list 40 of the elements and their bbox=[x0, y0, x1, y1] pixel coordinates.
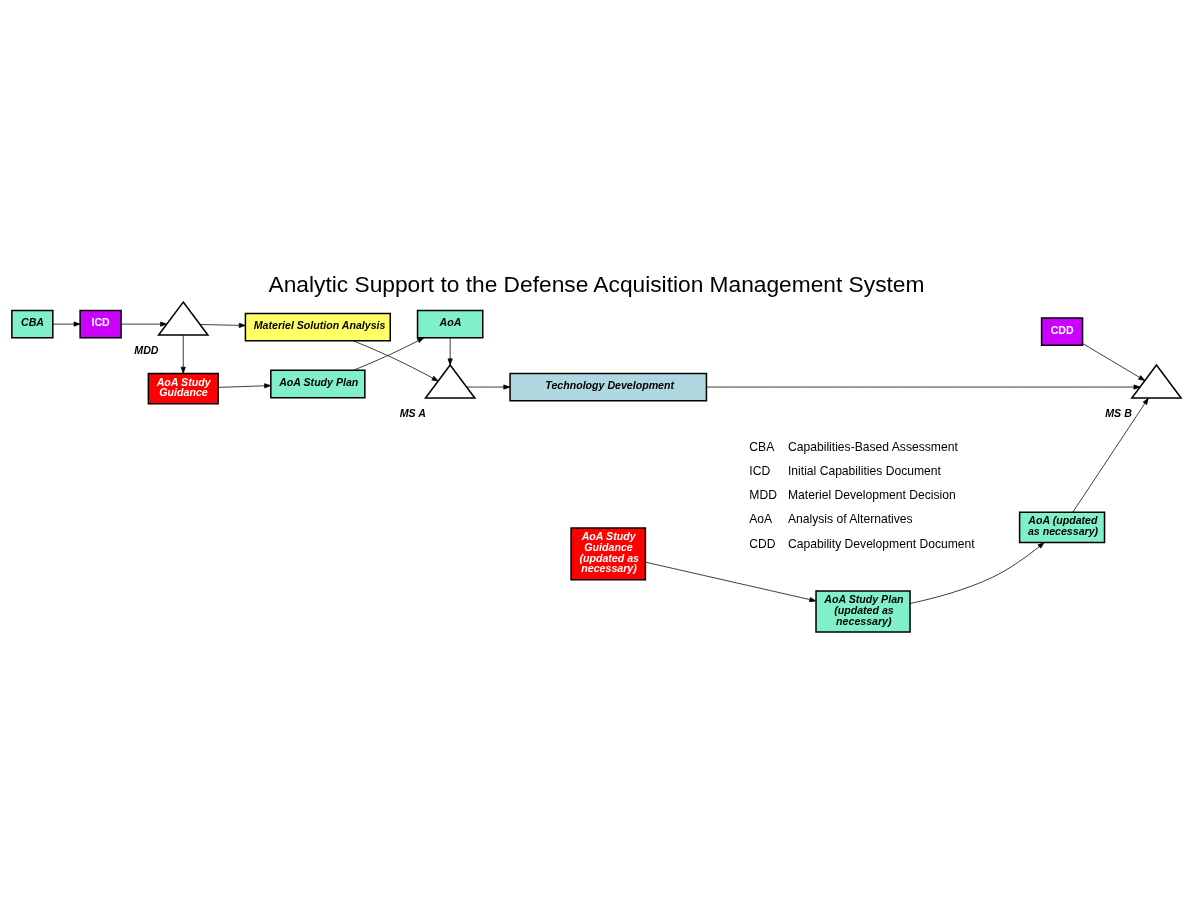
node-box: AoA Study Guidance bbox=[147, 372, 219, 405]
node-box: CDD bbox=[1040, 317, 1084, 347]
label: Initial Capabilities Document bbox=[787, 463, 941, 478]
diagram-title: Analytic Support to the Defense Acquisition Management System bbox=[268, 271, 925, 298]
node-label: MS A bbox=[399, 406, 426, 419]
node-label: MDD bbox=[134, 343, 159, 356]
node-box: AoA Study Plan bbox=[270, 369, 366, 399]
arrow bbox=[120, 321, 168, 327]
label: Materiel Development Decision bbox=[787, 488, 956, 503]
node-box: Technology Development bbox=[509, 372, 708, 402]
arrow bbox=[447, 337, 453, 366]
label: ICD bbox=[749, 463, 771, 478]
arrow bbox=[353, 337, 425, 371]
arrow bbox=[645, 561, 817, 603]
label: Analysis of Alternatives bbox=[787, 512, 913, 527]
node-box: Materiel Solution Analysis bbox=[244, 312, 391, 342]
arrow bbox=[466, 384, 511, 390]
arrow bbox=[52, 321, 81, 327]
arrow bbox=[217, 383, 271, 389]
arrow bbox=[180, 334, 186, 374]
arrow bbox=[1072, 397, 1149, 513]
arrow bbox=[353, 340, 439, 382]
arrow bbox=[909, 542, 1045, 604]
node-label: MS B bbox=[1105, 406, 1132, 419]
label: CBA bbox=[749, 439, 775, 454]
label: Capability Development Document bbox=[787, 536, 975, 551]
arrow bbox=[706, 384, 1141, 390]
node-box: AoA Study Plan (updated as necessary) bbox=[815, 590, 911, 633]
node-box: AoA (updated as necessary) bbox=[1018, 511, 1106, 544]
node-box: ICD bbox=[79, 309, 122, 339]
label: MDD bbox=[749, 488, 777, 503]
node-box: CBA bbox=[11, 309, 54, 339]
arrow bbox=[199, 322, 246, 328]
label: CDD bbox=[749, 536, 776, 551]
label: AoA bbox=[749, 512, 773, 527]
node-box: AoA Study Guidance (updated as necessary) bbox=[570, 527, 647, 581]
label: Capabilities-Based Assessment bbox=[787, 439, 958, 454]
arrow bbox=[1082, 343, 1146, 381]
node-triangle bbox=[424, 363, 477, 399]
node-box: AoA bbox=[416, 309, 484, 339]
